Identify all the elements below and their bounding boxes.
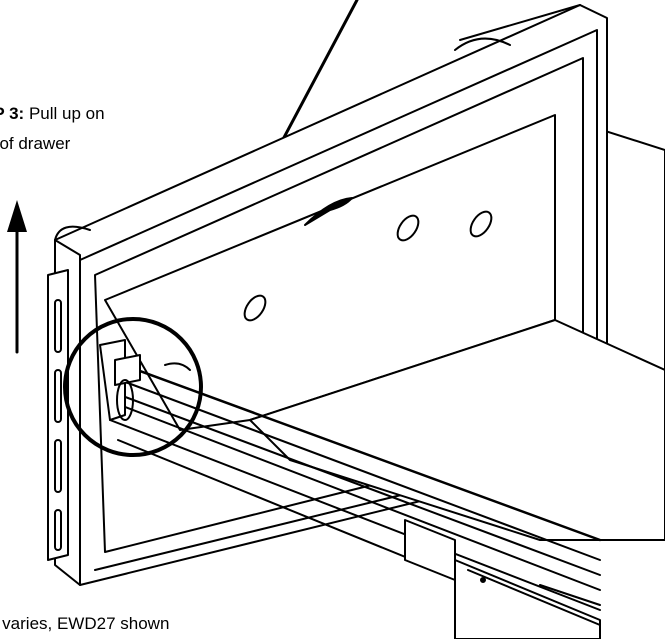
hole-3 [469,210,493,238]
hole-1 [243,294,267,322]
handle-slot [304,197,353,226]
up-arrow-icon [7,200,27,354]
step-instruction-line2: t of drawer [0,134,71,153]
drawer-slide-rails [108,358,602,639]
slide-release-clip [99,339,191,421]
step-label: EP 3: [0,104,25,123]
step-instruction-line1: EP 3: Pull up on [0,104,105,124]
left-side-rail [47,269,69,561]
drawer-floor [249,319,665,541]
hole-2 [396,214,420,242]
callout-circle [63,317,203,457]
step-text-line1: Pull up on [24,104,105,123]
model-caption: e varies, EWD27 shown [0,614,170,633]
